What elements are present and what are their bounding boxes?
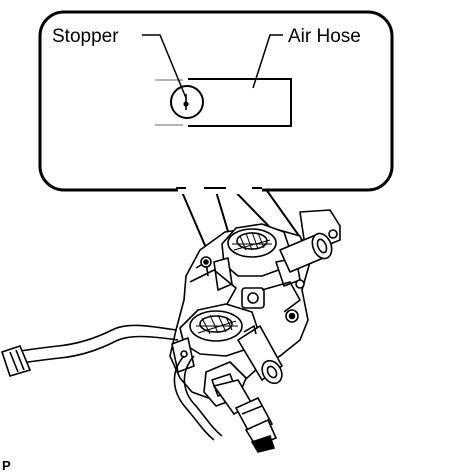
- lower-air-hose: [237, 325, 283, 385]
- air-hose-label: Air Hose: [288, 26, 361, 47]
- stopper-leader: [142, 34, 187, 99]
- lower-motor: [171, 303, 259, 373]
- middle-section: [189, 261, 301, 313]
- bolts: [200, 256, 305, 323]
- wire-harness: [8, 324, 223, 441]
- connector-left: [0, 345, 32, 377]
- stopper-label: Stopper: [52, 26, 119, 47]
- connector-bottom: [212, 379, 278, 453]
- valve-assembly: [169, 209, 341, 407]
- detail-stopper: [170, 85, 204, 119]
- upper-motor: [213, 223, 301, 291]
- air-hose-leader: [252, 34, 283, 89]
- figure-code: P: [2, 458, 11, 473]
- upper-air-hose: [279, 232, 333, 273]
